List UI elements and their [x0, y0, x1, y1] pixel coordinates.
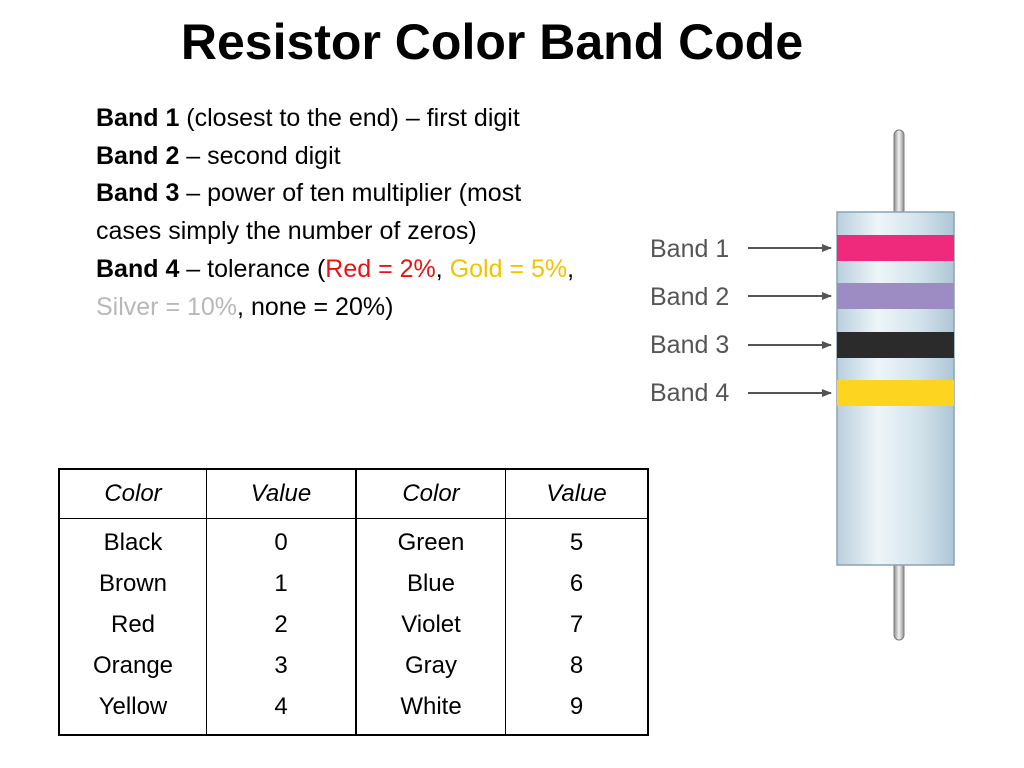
color-cell: Orange: [92, 652, 174, 679]
value-cell: 5: [569, 529, 584, 556]
band-4-stripe: [837, 380, 954, 406]
band2-text: – second digit: [179, 141, 341, 170]
value-column-left: 0 1 2 3 4: [206, 518, 357, 735]
value-cell: 0: [274, 529, 288, 556]
header-color-right: Color: [355, 468, 506, 519]
color-cell: Brown: [98, 570, 168, 597]
tolerance-silver: Silver = 10%: [96, 292, 238, 321]
tolerance-suffix: , none = 20%): [237, 292, 394, 321]
page-title: Resistor Color Band Code: [180, 14, 804, 70]
band-4-label: Band 4: [650, 379, 729, 407]
band3-label: Band 3: [96, 179, 180, 208]
table-row: Black Brown Red Orange Yellow 0 1 2 3 4 …: [58, 518, 649, 735]
band3-text: – power of ten multiplier (most cases si…: [96, 179, 522, 246]
table-header-row: Color Value Color Value: [58, 468, 649, 519]
color-column-left: Black Brown Red Orange Yellow: [58, 518, 207, 735]
band-2-stripe: [837, 283, 954, 309]
band4-prefix: – tolerance (: [179, 254, 326, 283]
color-cell: Yellow: [98, 693, 168, 720]
band-2-label: Band 2: [650, 283, 729, 311]
band1-text: (closest to the end) – first digit: [179, 104, 520, 132]
color-cell: Green: [397, 529, 465, 556]
value-cell: 2: [274, 611, 288, 638]
top-lead: [893, 129, 905, 216]
band4-label: Band 4: [96, 254, 180, 283]
band2-label: Band 2: [96, 141, 180, 170]
tolerance-sep2: ,: [567, 254, 575, 283]
header-value-left: Value: [206, 468, 357, 519]
band-1-stripe: [837, 235, 954, 261]
bottom-lead: [893, 554, 905, 641]
tolerance-sep1: ,: [435, 254, 450, 283]
value-cell: 6: [569, 570, 584, 597]
color-cell: Blue: [406, 570, 456, 597]
band-1-label: Band 1: [650, 235, 729, 263]
header-value-right: Value: [505, 468, 649, 519]
header-color-left: Color: [58, 468, 207, 519]
value-cell: 1: [274, 570, 288, 597]
color-cell: White: [400, 693, 462, 720]
color-cell: Violet: [401, 611, 461, 638]
value-column-right: 5 6 7 8 9: [505, 518, 649, 735]
band-3-stripe: [837, 332, 954, 358]
color-column-right: Green Blue Violet Gray White: [355, 518, 506, 735]
band-3-label: Band 3: [650, 331, 729, 359]
value-cell: 4: [274, 693, 288, 720]
band-description: Band 1 (closest to the end) – first digi…: [96, 100, 586, 326]
value-cell: 7: [569, 611, 584, 638]
value-cell: 8: [569, 652, 584, 679]
color-cell: Gray: [404, 652, 457, 679]
resistor-diagram: Band 1 Band 2 Band 3 Band 4: [650, 129, 955, 641]
value-cell: 9: [569, 693, 584, 720]
tolerance-red: Red = 2%: [325, 254, 436, 283]
band1-label: Band 1: [96, 104, 180, 132]
color-cell: Black: [103, 529, 163, 556]
tolerance-gold: Gold = 5%: [449, 254, 568, 283]
color-cell: Red: [110, 611, 156, 638]
color-value-table: Color Value Color Value Black Brown Red …: [58, 468, 649, 736]
value-cell: 3: [274, 652, 288, 679]
